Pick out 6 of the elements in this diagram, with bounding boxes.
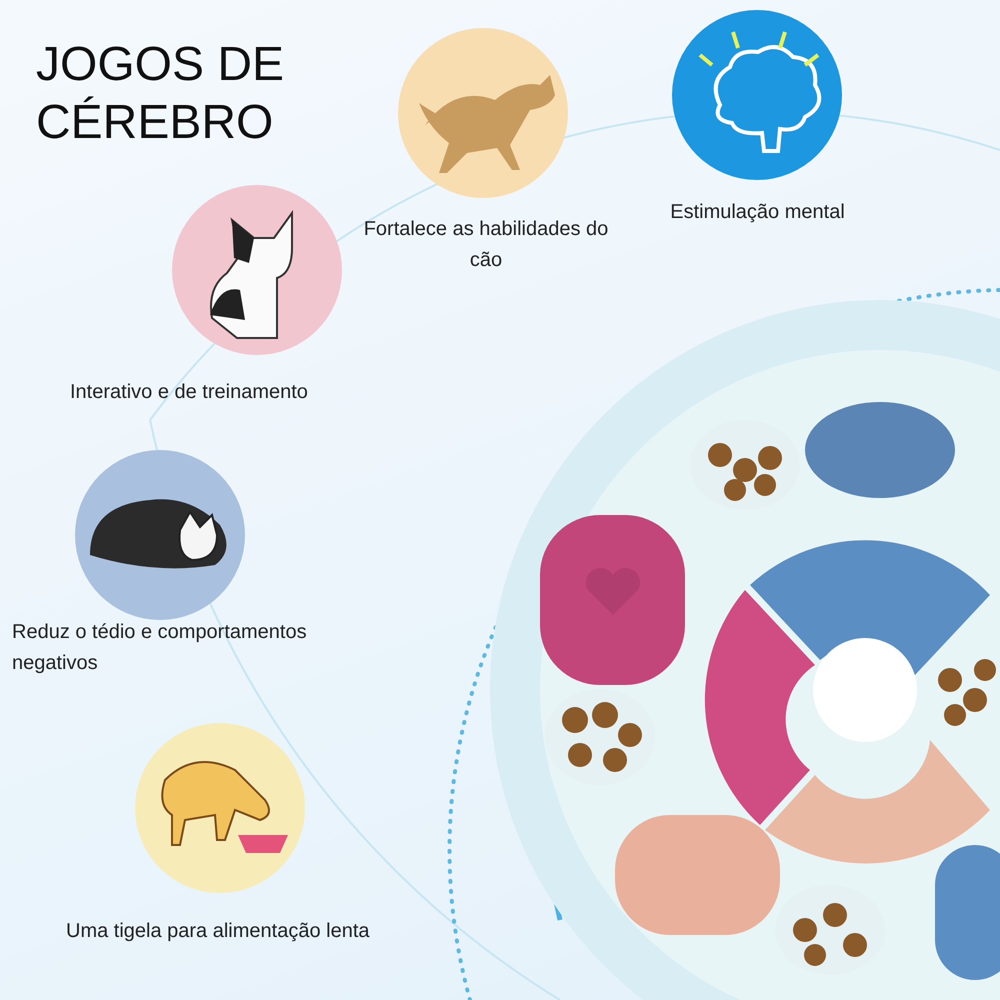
caption: Interativo e de treinamento [70,380,309,405]
caption: Uma tigela para alimentação lenta [66,919,371,944]
caption: Estimulação mental [669,200,846,225]
title: JOGOS DE CÉREBRO [36,37,286,151]
caption: Reduz o tédio e comportamentos negativos [12,620,308,676]
caption: Fortalece as habilidades do cão [362,217,610,273]
